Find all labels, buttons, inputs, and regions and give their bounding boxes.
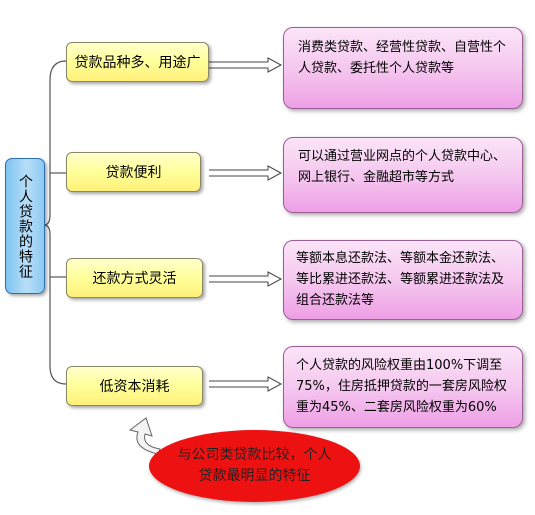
root-label: 个人贷款的特征 (17, 173, 33, 279)
callout-curved-arrow-icon (128, 417, 161, 455)
feature-node-4: 低资本消耗 (66, 366, 203, 406)
feature-label: 贷款品种多、用途广 (74, 55, 201, 71)
arrow-4 (209, 376, 283, 392)
arrow-1 (209, 57, 283, 73)
detail-box-2: 可以通过营业网点的个人贷款中心、网上银行、金融超市等方式 (283, 137, 523, 213)
detail-text: 消费类贷款、经营性贷款、自营性个人贷款、委托性个人贷款等 (298, 40, 507, 76)
feature-label: 贷款便利 (105, 165, 162, 181)
feature-label: 还款方式灵活 (92, 271, 177, 287)
detail-box-3: 等额本息还款法、等额本金还款法、等比累进还款法、等额累进还款法及组合还款法等 (283, 240, 523, 320)
callout-ellipse: 与公司类贷款比较，个人贷款最明显的特征 (149, 430, 360, 502)
arrow-2 (209, 165, 283, 181)
arrow-3 (209, 271, 283, 287)
root-node: 个人贷款的特征 (5, 158, 45, 294)
detail-text: 个人贷款的风险权重由100%下调至75%，住房抵押贷款的一套房风险权重为45%、… (296, 358, 507, 415)
detail-text: 等额本息还款法、等额本金还款法、等比累进还款法、等额累进还款法及组合还款法等 (296, 251, 505, 308)
detail-text: 可以通过营业网点的个人贷款中心、网上银行、金融超市等方式 (298, 149, 507, 185)
detail-box-4: 个人贷款的风险权重由100%下调至75%，住房抵押贷款的一套房风险权重为45%、… (283, 346, 523, 428)
detail-box-1: 消费类贷款、经营性贷款、自营性个人贷款、委托性个人贷款等 (283, 27, 523, 109)
feature-label: 低资本消耗 (99, 379, 170, 395)
feature-node-3: 还款方式灵活 (66, 258, 203, 298)
feature-node-1: 贷款品种多、用途广 (66, 42, 209, 82)
feature-node-2: 贷款便利 (66, 152, 201, 192)
callout-text: 与公司类贷款比较，个人贷款最明显的特征 (177, 447, 332, 484)
branch-brace (43, 60, 67, 385)
